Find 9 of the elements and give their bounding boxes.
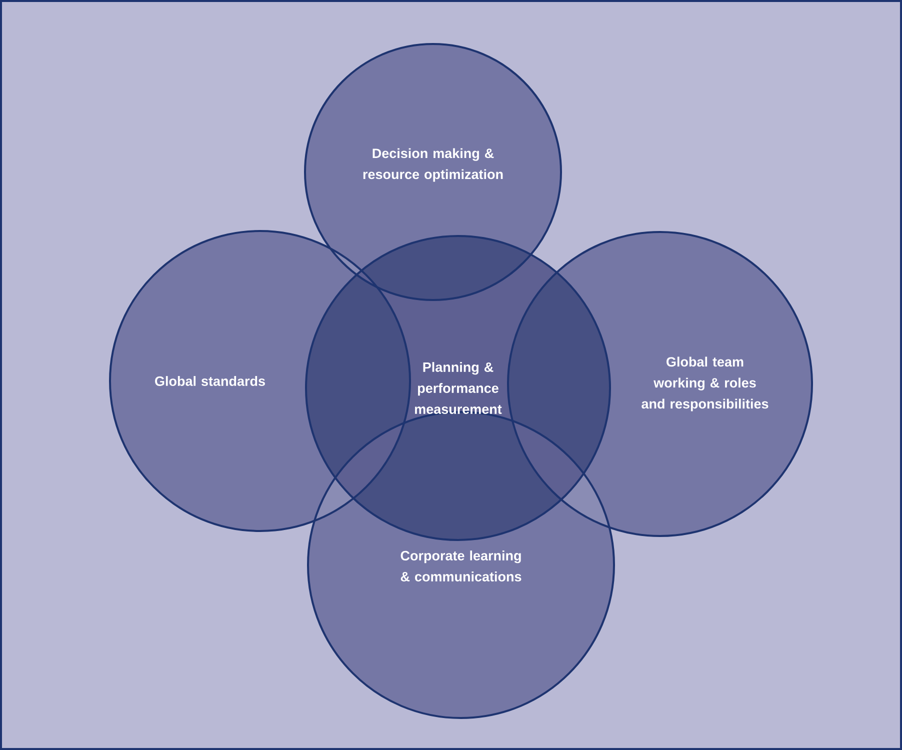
venn-circle xyxy=(304,43,562,301)
venn-circle xyxy=(109,230,411,532)
circle-label: Global standards xyxy=(155,376,265,386)
circle-label: Planning & performance measurement xyxy=(415,362,502,414)
venn-circle xyxy=(507,231,813,537)
circle-label: Decision making & resource optimization xyxy=(363,148,503,182)
circle-label: Global team working & roles and responsibilities xyxy=(642,356,768,412)
circle-label: Corporate learning & communications xyxy=(400,550,522,582)
venn-circle xyxy=(305,235,611,541)
